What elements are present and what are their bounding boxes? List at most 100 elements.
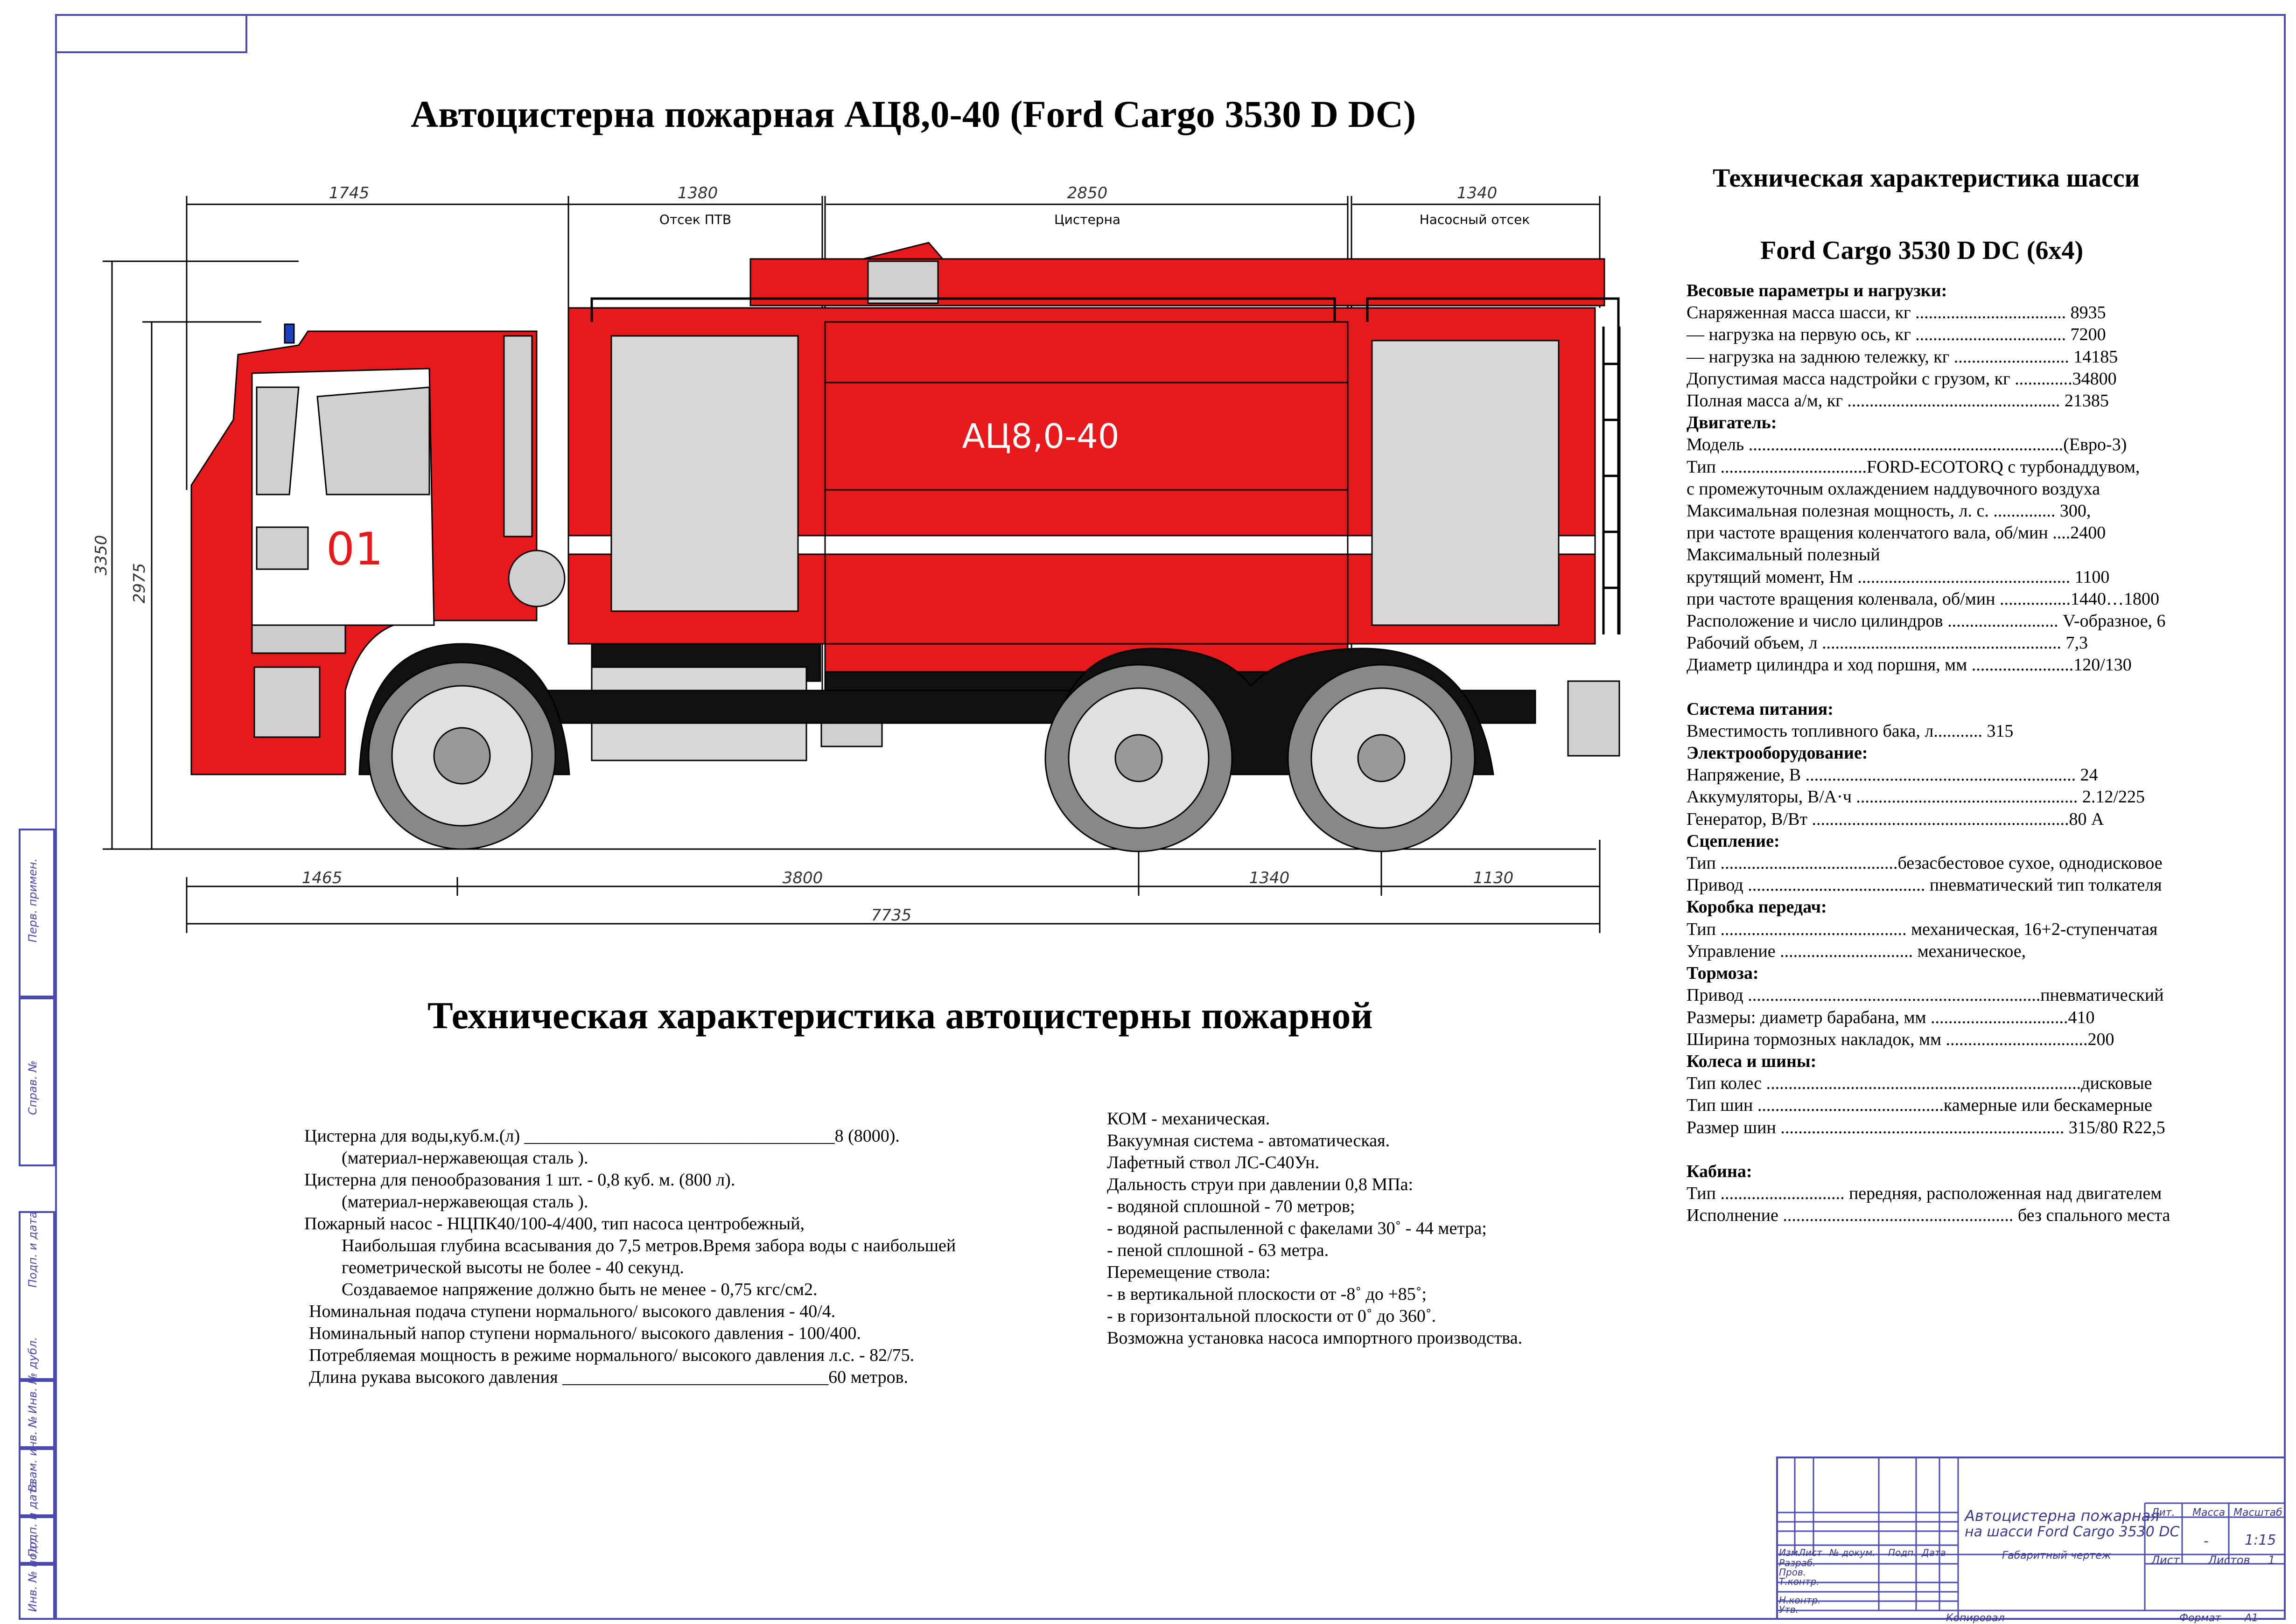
- spec-section-heading: Весовые параметры и нагрузки:: [1687, 281, 1947, 300]
- spec-row: Размер шин .............................…: [1687, 1117, 2165, 1137]
- tb-name-1: Автоцистерна пожарная: [1965, 1507, 2160, 1525]
- chassis-spec-title: Техническая характеристика шасси: [1713, 164, 2140, 193]
- tanker-spec-line: Цистерна для воды,куб.м.(л) ____________…: [304, 1126, 900, 1146]
- page-title: Автоцистерна пожарная АЦ8,0-40 (Ford Car…: [411, 93, 1416, 135]
- truck-drawing: 1745 1380 2850 1340 1465 3800 1340 1130 …: [92, 184, 1621, 933]
- tb-format-value: A1: [2245, 1612, 2259, 1624]
- spec-row: Тип .................................FOR…: [1687, 457, 2140, 477]
- tanker-spec-line: Номинальный напор ступени нормального/ в…: [309, 1324, 861, 1343]
- dim-top-2: 1380: [678, 184, 718, 202]
- spec-section-heading: Коробка передач:: [1687, 897, 1827, 917]
- tanker-spec-line: - в вертикальной плоскости от -8˚ до +85…: [1107, 1284, 1427, 1304]
- tanker-spec-line: геометрической высоты не более - 40 секу…: [342, 1258, 684, 1277]
- tanker-spec-line: Цистерна для пенообразования 1 шт. - 0,8…: [304, 1170, 735, 1190]
- spec-row: — нагрузка на первую ось, кг ...........…: [1687, 325, 2106, 345]
- side-stamp-4: [19, 1380, 55, 1448]
- tb-col-doc: № докум.: [1829, 1547, 1876, 1558]
- drawing-frame: [55, 14, 2286, 1620]
- tb-copied: Копировал: [1946, 1612, 2005, 1624]
- tanker-spec-line: - в горизонтальной плоскости от 0˚ до 36…: [1107, 1306, 1436, 1326]
- section-label-tank: Цистерна: [1054, 212, 1120, 227]
- tb-role: Н.контр.: [1779, 1595, 1821, 1606]
- side-stamp-3: [19, 1211, 55, 1380]
- tb-mass: -: [2204, 1533, 2209, 1549]
- title-block: Изм. Лист № докум. Подп. Дата Разраб. Пр…: [1776, 1457, 2286, 1624]
- tanker-spec-left: Цистерна для воды,куб.м.(л) ____________…: [304, 1125, 956, 1388]
- spec-section-heading: Сцепление:: [1687, 831, 1780, 851]
- tb-role: Разраб.: [1779, 1557, 1816, 1568]
- tb-col-mass: Масса: [2192, 1507, 2226, 1519]
- section-label-pump: Насосный отсек: [1420, 212, 1530, 227]
- corner-stamp: [55, 14, 247, 53]
- tb-col-sign: Подп.: [1888, 1547, 1917, 1558]
- spec-section-heading: Система питания:: [1687, 699, 1834, 719]
- chassis-spec-list: Весовые параметры и нагрузки:Снаряженная…: [1687, 280, 2265, 1227]
- side-stamp-6: [19, 1516, 55, 1564]
- tanker-spec-title: Техническая характеристика автоцистерны …: [427, 994, 1373, 1037]
- dim-height-2: 2975: [130, 563, 149, 604]
- spec-row: Ширина тормозных накладок, мм ..........…: [1687, 1029, 2114, 1049]
- spec-section-heading: Кабина:: [1687, 1161, 1752, 1181]
- side-label: Инв. № подл.: [26, 1534, 39, 1612]
- side-label: Справ. №: [26, 1060, 39, 1115]
- spec-row: Рабочий объем, л .......................…: [1687, 633, 2088, 653]
- spec-section-heading: Тормоза:: [1687, 963, 1759, 983]
- side-stamp-5: [19, 1448, 55, 1516]
- tanker-spec-line: - водяной распыленной с факелами 30˚ - 4…: [1107, 1219, 1487, 1238]
- spec-row: Допустимая масса надстройки с грузом, кг…: [1687, 369, 2117, 389]
- dim-bottom-3: 1340: [1249, 869, 1290, 887]
- spec-section-heading: Двигатель:: [1687, 413, 1777, 433]
- dim-height-1: 3350: [92, 535, 111, 576]
- spec-row: при частоте вращения коленвала, об/мин .…: [1687, 589, 2159, 609]
- spec-row: Напряжение, В ..........................…: [1687, 765, 2098, 785]
- tb-sheets-value: 1: [2268, 1554, 2275, 1567]
- spec-row: Диаметр цилиндра и ход поршня, мм ......…: [1687, 655, 2132, 675]
- title-block-grid: [1776, 1457, 2286, 1620]
- tanker-spec-line: Пожарный насос - НЦПК40/100-4/400, тип н…: [304, 1214, 805, 1234]
- spec-spacer: [1687, 1139, 2265, 1161]
- tanker-spec-right: КОМ - механическая.Вакуумная система - а…: [1107, 1108, 1522, 1349]
- dim-top-3: 2850: [1067, 184, 1108, 202]
- spec-row: Тип ....................................…: [1687, 853, 2163, 873]
- side-label: Инв. № дубл.: [26, 1337, 39, 1414]
- tanker-spec-line: Потребляемая мощность в режиме нормально…: [309, 1345, 915, 1365]
- tb-col-lit: Лит.: [2151, 1507, 2175, 1519]
- spec-row: крутящий момент, Нм ....................…: [1687, 567, 2110, 587]
- spec-row: Максимальный полезный: [1687, 545, 1880, 565]
- spec-row: Размеры: диаметр барабана, мм ..........…: [1687, 1007, 2095, 1027]
- tb-doc-type: Габаритный чертеж: [2002, 1550, 2111, 1561]
- spec-row: с промежуточным охлаждением наддувочного…: [1687, 479, 2100, 499]
- tanker-spec-line: Возможна установка насоса импортного про…: [1107, 1328, 1523, 1348]
- tb-col-date: Дата: [1922, 1547, 1946, 1558]
- tb-col-scale: Масштаб: [2233, 1507, 2282, 1519]
- spec-section-heading: Электрооборудование:: [1687, 743, 1868, 763]
- tanker-spec-line: Перемещение ствола:: [1107, 1262, 1271, 1282]
- spec-row: Тип ....................................…: [1687, 919, 2158, 939]
- tb-role: Пров.: [1779, 1567, 1806, 1578]
- tanker-spec-line: - водяной сплошной - 70 метров;: [1107, 1197, 1355, 1216]
- tanker-spec-line: (материал-нержавеющая сталь ).: [342, 1192, 588, 1212]
- spec-row: Полная масса а/м, кг ...................…: [1687, 391, 2109, 411]
- tanker-spec-line: - пеной сплошной - 63 метра.: [1107, 1241, 1329, 1260]
- tanker-spec-line: Лафетный ствол ЛС-С40Ун.: [1107, 1153, 1320, 1172]
- spec-row: Максимальная полезная мощность, л. с. ..…: [1687, 501, 2091, 521]
- spec-row: Тип ............................ передня…: [1687, 1183, 2162, 1203]
- tb-format: Формат: [2179, 1612, 2221, 1624]
- spec-row: Привод .................................…: [1687, 875, 2162, 895]
- spec-section-heading: Колеса и шины:: [1687, 1051, 1817, 1071]
- spec-row: Тип шин ................................…: [1687, 1095, 2152, 1115]
- dim-bottom-4: 1130: [1473, 869, 1514, 887]
- spec-row: Модель .................................…: [1687, 435, 2127, 455]
- side-stamp-1: [19, 829, 55, 997]
- spec-row: Расположение и число цилиндров .........…: [1687, 611, 2166, 631]
- tb-name-2: на шасси Ford Cargo 3530 DC: [1965, 1524, 2180, 1540]
- tanker-spec-line: (материал-нержавеющая сталь ).: [342, 1148, 588, 1168]
- spec-row: Исполнение .............................…: [1687, 1206, 2170, 1226]
- side-label: Подп. и дата: [26, 1211, 39, 1288]
- spec-row: Привод .................................…: [1687, 985, 2164, 1005]
- section-label-ptv: Отсек ПТВ: [659, 212, 731, 227]
- dim-bottom-2: 3800: [783, 869, 823, 887]
- spec-row: — нагрузка на заднюю тележку, кг .......…: [1687, 347, 2118, 367]
- spec-row: Генератор, В/Вт ........................…: [1687, 809, 2104, 829]
- tanker-spec-line: Номинальная подача ступени нормального/ …: [309, 1302, 836, 1321]
